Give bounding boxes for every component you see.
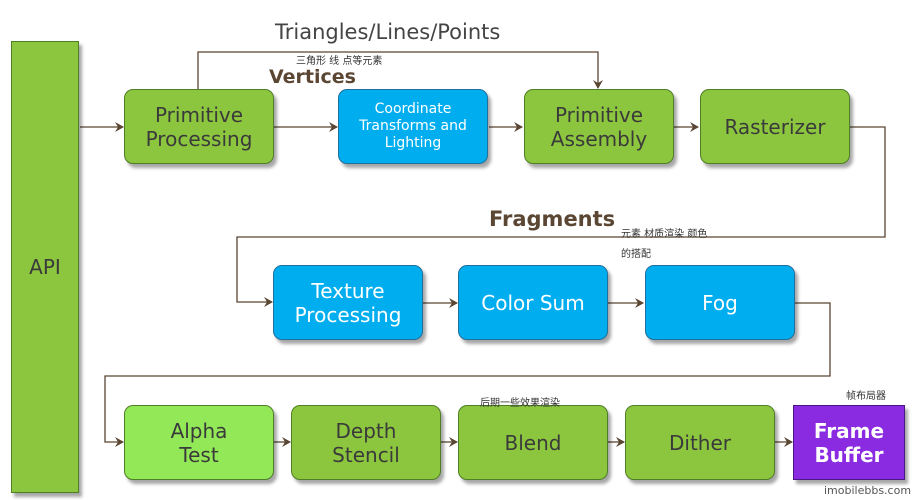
coordinate-transforms-node: Coordinate Transforms and Lighting	[338, 89, 488, 164]
alpha-test-line-1: Alpha	[170, 418, 228, 443]
texture-processing-line-2: Processing	[294, 302, 402, 327]
arrow-fog-to-alpha	[104, 302, 831, 447]
primitive-processing-node: Primitive Processing	[124, 89, 274, 164]
color-sum-label: Color Sum	[481, 290, 585, 315]
blend-label: Blend	[504, 430, 562, 455]
triangles-chinese-note: 三角形 线 点等元素	[296, 56, 383, 67]
fragments-chinese-note-1: 元素 材质渲染 颜色	[621, 229, 708, 240]
dither-label: Dither	[668, 430, 731, 455]
primitive-assembly-line-1: Primitive	[554, 102, 644, 127]
fog-label: Fog	[702, 290, 738, 315]
coordinate-transforms-line-3: Lighting	[384, 134, 442, 151]
depth-stencil-line-2: Stencil	[332, 442, 400, 467]
frame-buffer-line-2: Buffer	[814, 442, 884, 467]
api-label: API	[29, 255, 61, 279]
primitive-assembly-line-2: Assembly	[550, 126, 648, 151]
arrow-triangles-bypass	[197, 51, 603, 89]
watermark: imobilebbs.com	[824, 484, 912, 497]
rasterizer-label: Rasterizer	[724, 114, 826, 139]
frame-buffer-line-1: Frame	[813, 418, 885, 443]
vertices-label: Vertices	[269, 66, 356, 88]
primitive-processing-line-1: Primitive	[154, 102, 244, 127]
blend-chinese-note: 后期一些效果渲染	[480, 398, 560, 409]
frame-buffer-node: Frame Buffer	[793, 405, 905, 480]
depth-stencil-node: Depth Stencil	[291, 405, 441, 480]
primitive-assembly-node: Primitive Assembly	[524, 89, 674, 164]
alpha-test-node: Alpha Test	[124, 405, 274, 480]
fragments-chinese-note-2: 的搭配	[621, 249, 651, 260]
triangles-lines-points-label: Triangles/Lines/Points	[275, 20, 501, 44]
coordinate-transforms-line-1: Coordinate	[374, 101, 452, 118]
arrow-rasterizer-to-texture	[236, 126, 886, 307]
alpha-test-line-2: Test	[179, 442, 219, 467]
fragments-label: Fragments	[489, 207, 616, 231]
rasterizer-node: Rasterizer	[700, 89, 850, 164]
primitive-processing-line-2: Processing	[145, 126, 253, 151]
depth-stencil-line-1: Depth	[335, 418, 397, 443]
frame-buffer-chinese-note: 帧布局器	[846, 391, 886, 402]
color-sum-node: Color Sum	[458, 265, 608, 340]
dither-node: Dither	[625, 405, 775, 480]
coordinate-transforms-line-2: Transforms and	[359, 118, 467, 135]
api-block: API	[11, 41, 79, 493]
texture-processing-node: Texture Processing	[273, 265, 423, 340]
fog-node: Fog	[645, 265, 795, 340]
blend-node: Blend	[458, 405, 608, 480]
texture-processing-line-1: Texture	[311, 278, 385, 303]
